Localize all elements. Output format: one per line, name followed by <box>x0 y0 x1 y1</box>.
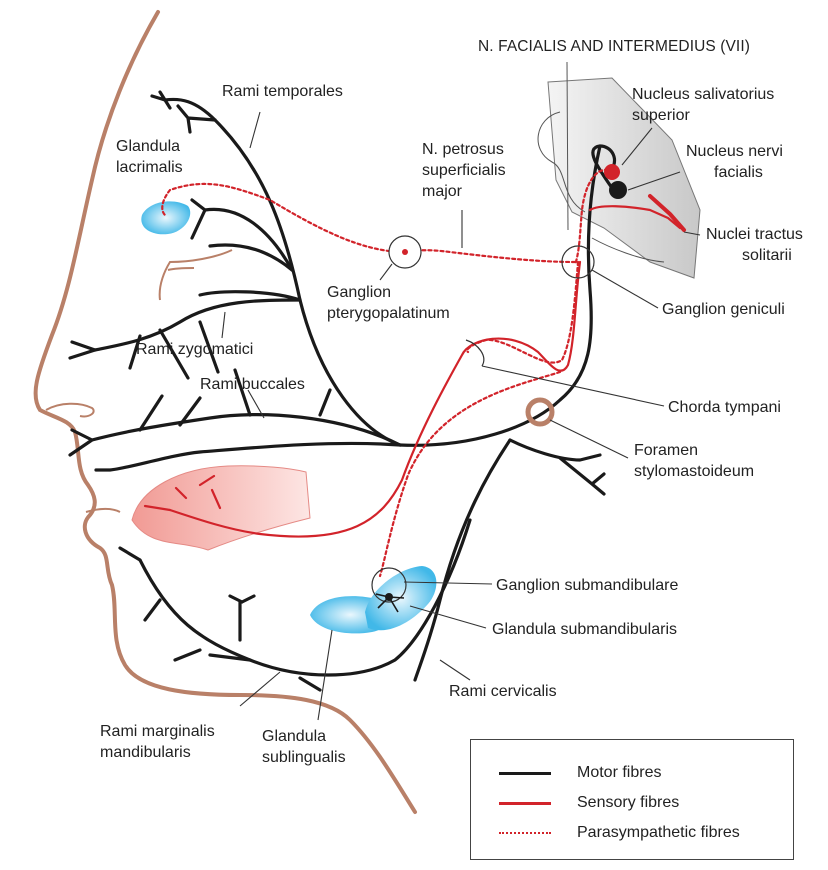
glandula-sublingualis-label-line2: sublingualis <box>262 748 346 768</box>
foramen-label-line2: stylomastoideum <box>634 462 754 482</box>
rami-marginalis-label-line2: mandibularis <box>100 743 191 763</box>
glandula-submandibularis-label: Glandula submandibularis <box>492 620 677 640</box>
nucleus-salivatorius-label-line1: Nucleus salivatorius <box>632 85 774 105</box>
nucleus-nervi-label-line2: facialis <box>714 163 763 183</box>
nuclei-tractus-label-line1: Nuclei tractus <box>706 225 803 245</box>
legend-label-sensory: Sensory fibres <box>577 793 679 813</box>
ganglion-pterygopalatinum-label-line1: Ganglion <box>327 283 391 303</box>
foramen-stylomastoideum-ring <box>528 400 552 424</box>
rami-zygomatici-label: Rami zygomatici <box>136 340 253 360</box>
legend-swatch-parasympathetic <box>499 832 551 834</box>
ganglion-geniculi-label: Ganglion geniculi <box>662 300 785 320</box>
glandula-lacrimalis-label-line1: Glandula <box>116 137 180 157</box>
n-petrosus-label-line3: major <box>422 182 462 202</box>
legend-label-parasympathetic: Parasympathetic fibres <box>577 823 740 843</box>
legend-label-motor: Motor fibres <box>577 763 661 783</box>
legend-item-sensory: Sensory fibres <box>471 793 793 813</box>
legend: Motor fibres Sensory fibres Parasympathe… <box>470 739 794 860</box>
legend-item-motor: Motor fibres <box>471 763 793 783</box>
rami-temporales-label: Rami temporales <box>222 82 343 102</box>
nucleus-nervi-facialis-dot <box>609 181 627 199</box>
title-label: N. FACIALIS AND INTERMEDIUS (VII) <box>478 37 750 57</box>
chorda-loop <box>466 340 484 366</box>
nuclei-tractus-label-line2: solitarii <box>742 246 792 266</box>
n-petrosus-label-line1: N. petrosus <box>422 140 504 160</box>
legend-swatch-motor <box>499 772 551 775</box>
n-petrosus-label-line2: superficialis <box>422 161 506 181</box>
nucleus-nervi-label-line1: Nucleus nervi <box>686 142 783 162</box>
glandula-sublingualis-label-line1: Glandula <box>262 727 326 747</box>
rami-marginalis-label-line1: Rami marginalis <box>100 722 215 742</box>
legend-swatch-sensory <box>499 802 551 805</box>
glandula-lacrimalis-shape <box>141 201 190 234</box>
chorda-tympani-label: Chorda tympani <box>668 398 781 418</box>
legend-item-parasympathetic: Parasympathetic fibres <box>471 823 793 843</box>
rami-cervicalis-label: Rami cervicalis <box>449 682 557 702</box>
eye-lid <box>168 268 194 270</box>
glandula-lacrimalis-label-line2: lacrimalis <box>116 158 183 178</box>
rami-buccales-label: Rami buccales <box>200 375 305 395</box>
nucleus-salivatorius-label-line2: superior <box>632 106 690 126</box>
foramen-label-line1: Foramen <box>634 441 698 461</box>
ganglion-submandibulare-label: Ganglion submandibulare <box>496 576 678 596</box>
ganglion-pterygopalatinum-label-line2: pterygopalatinum <box>327 304 450 324</box>
